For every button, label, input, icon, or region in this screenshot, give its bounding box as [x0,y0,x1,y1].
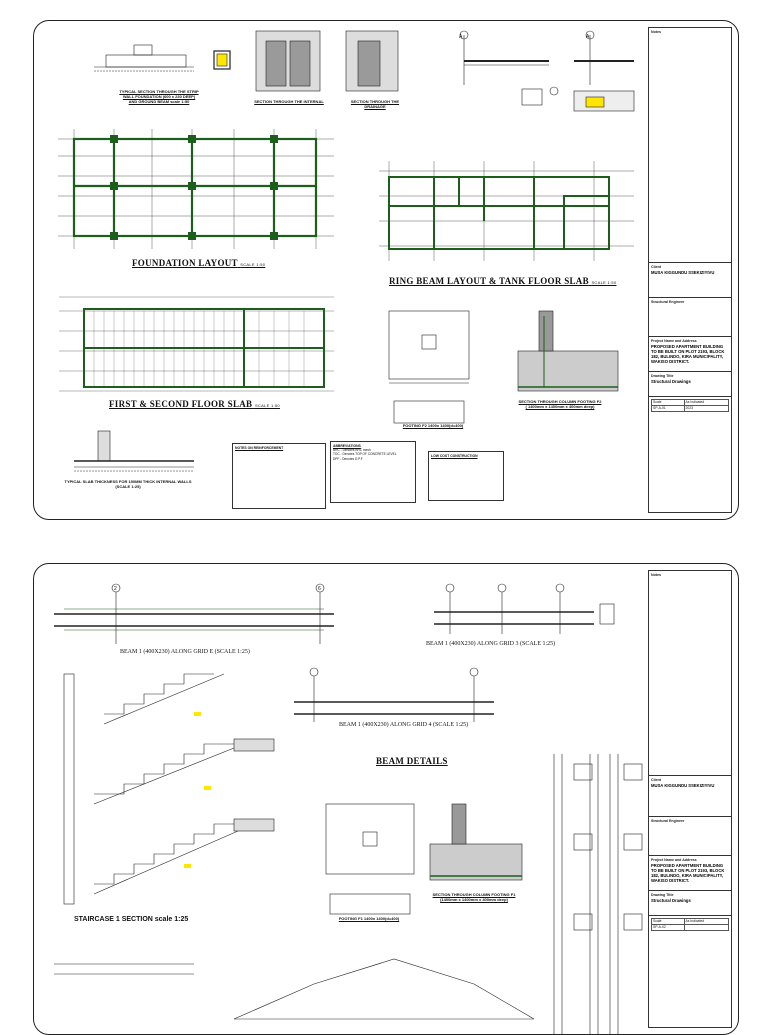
slab-thickness-caption: TYPICAL SLAB THICKNESS FOR 150MM THICK I… [64,479,192,489]
floor-slab-title: FIRST & SECOND FLOOR SLAB SCALE 1:50 [109,399,280,409]
project-panel-2: Project Name and Address PROPOSED APARTM… [649,856,731,891]
beam-grid-3-title: BEAM 1 (400X230) ALONG GRID 3 (SCALE 1:2… [426,641,556,647]
footing-f2-caption: FOOTING F2 1400x 1400(d=400) [402,423,464,428]
foundation-layout-title: FOUNDATION LAYOUT SCALE 1:50 [132,258,266,268]
drawing-title-panel: Drawing Title Structural Drawings [649,372,731,397]
stair-label-2 [204,786,212,790]
column-footing-f1-caption: SECTION THROUGH COLUMN FOOTING F1 (1400m… [432,892,516,902]
sheet2-drawing: 2 6 [54,583,643,1034]
sheet1-drawing: A A [58,30,635,472]
drawing-title-panel-2: Drawing Title Structural Drawings [649,891,731,916]
svg-text:2: 2 [114,586,117,592]
beam-details-title: BEAM DETAILS [376,756,448,766]
reinforcement-notes-box: NOTES ON REINFORCEMENT [232,443,326,509]
construction-notes-box: LOW COST CONSTRUCTION [428,451,504,501]
drawing-sheet-1: A A [33,20,739,520]
client-panel-2: Client MUSA KIGGUNDU SSEKIZIYIVU [649,776,731,817]
engineer-panel: Structural Engineer [649,298,731,337]
stair-label-1 [194,712,202,716]
stair-label-3 [184,864,192,868]
staircase-title: STAIRCASE 1 SECTION scale 1:25 [74,916,189,923]
svg-text:A: A [459,34,463,40]
svg-text:A: A [586,34,590,40]
notes-panel-2: Notes [649,571,731,776]
abbreviations-box: ABBREVIATIONS BRC - Denotes BRC mesh TOC… [330,441,416,503]
internal-section-caption: SECTION THROUGH THE INTERNAL [254,99,324,104]
strip-section-caption: TYPICAL SECTION THROUGH THE STRIP WALL F… [119,89,199,104]
footing-f1-caption: FOOTING F1 1400x 1400(d=400) [338,916,400,921]
svg-text:6: 6 [318,586,321,592]
client-panel: Client MUSA KIGGUNDU SSEKIZIYIVU [649,263,731,298]
title-block-sheet-2: Notes Client MUSA KIGGUNDU SSEKIZIYIVU S… [648,570,732,1028]
column-footing-caption: SECTION THROUGH COLUMN FOOTING F2 ( 1400… [518,399,602,409]
beam-grid-e-title: BEAM 1 (400X230) ALONG GRID E (SCALE 1:2… [120,649,250,655]
title-block-sheet-1: Notes Client MUSA KIGGUNDU SSEKIZIYIVU S… [648,27,732,513]
project-panel: Project Name and Address PROPOSED APARTM… [649,337,731,372]
ring-beam-title: RING BEAM LAYOUT & TANK FLOOR SLAB SCALE… [389,276,617,286]
notes-panel: Notes [649,28,731,263]
drainage-section-caption: SECTION THROUGH THE DRAINAGE [350,99,400,109]
beam-grid-4-title: BEAM 1 (400X230) ALONG GRID 4 (SCALE 1:2… [339,722,469,728]
engineer-panel-2: Structural Engineer [649,817,731,856]
drawing-sheet-2: 2 6 [33,563,739,1035]
